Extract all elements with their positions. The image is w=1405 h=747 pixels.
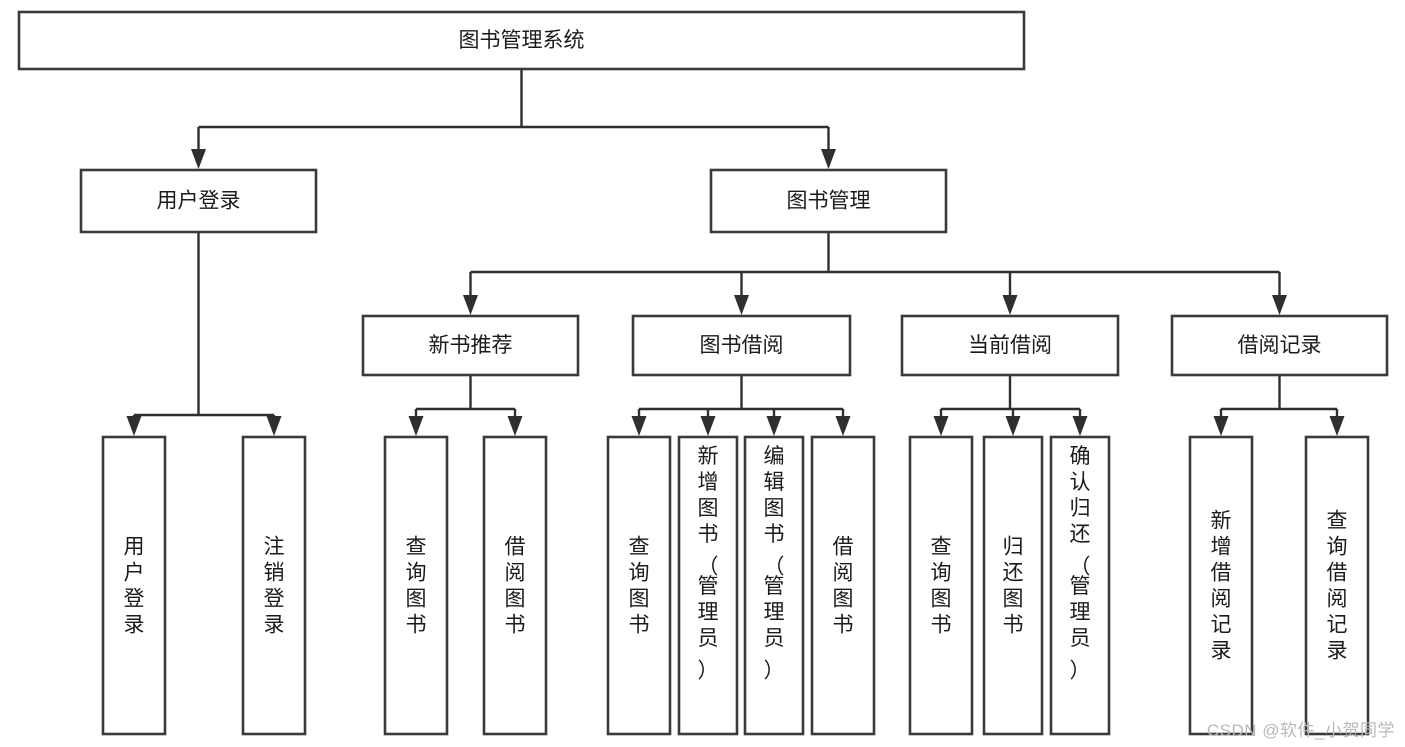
node-box-book-borrow[interactable]	[631, 314, 852, 377]
node-label-leaf-return-book: 归还图书	[1003, 536, 1024, 637]
node-label-leaf-add-book-admin: 新增图书（管理员）	[698, 445, 719, 683]
node-box-leaf-query-book-cur[interactable]	[908, 435, 974, 736]
edge-group-book-manage	[463, 232, 1287, 315]
node-user-login[interactable]: 用户登录	[79, 168, 318, 234]
node-box-leaf-edit-book-admin[interactable]	[743, 435, 805, 736]
node-box-root[interactable]	[17, 10, 1026, 71]
edges-layer	[126, 69, 1345, 436]
node-label-borrow-record: 借阅记录	[1238, 334, 1322, 357]
node-book-borrow[interactable]: 图书借阅	[631, 314, 852, 377]
node-leaf-borrow-book[interactable]: 借阅图书	[810, 435, 876, 736]
node-label-new-book-recommend: 新书推荐	[429, 334, 513, 357]
node-label-book-borrow: 图书借阅	[700, 334, 784, 357]
node-label-leaf-edit-book-admin: 编辑图书（管理员）	[764, 445, 785, 683]
node-label-book-manage: 图书管理	[787, 190, 871, 213]
node-label-leaf-query-book-cur: 查询图书	[931, 536, 952, 637]
edge-group-root	[191, 69, 836, 169]
node-label-leaf-borrow-book-rec: 借阅图书	[505, 536, 526, 637]
node-leaf-query-book-rec[interactable]: 查询图书	[383, 435, 449, 736]
node-leaf-borrow-book-rec[interactable]: 借阅图书	[482, 435, 548, 736]
node-label-leaf-query-book-rec: 查询图书	[406, 536, 427, 637]
node-leaf-edit-book-admin[interactable]: 编辑图书（管理员）	[743, 435, 805, 736]
node-label-current-borrow: 当前借阅	[968, 334, 1052, 357]
node-box-leaf-borrow-book-rec[interactable]	[482, 435, 548, 736]
node-box-leaf-add-borrow-record[interactable]	[1188, 435, 1254, 736]
node-box-leaf-query-book-borrow[interactable]	[606, 435, 672, 736]
edge-group-borrow-record	[1213, 375, 1345, 436]
node-new-book-recommend[interactable]: 新书推荐	[361, 314, 580, 377]
edge-group-new-book-recommend	[408, 375, 523, 436]
node-box-leaf-borrow-book[interactable]	[810, 435, 876, 736]
node-label-user-login: 用户登录	[157, 190, 241, 213]
node-leaf-return-book[interactable]: 归还图书	[982, 435, 1044, 736]
node-label-root: 图书管理系统	[459, 29, 585, 52]
node-book-manage[interactable]: 图书管理	[709, 168, 948, 234]
node-box-current-borrow[interactable]	[900, 314, 1120, 377]
node-label-leaf-query-borrow-record: 查询借阅记录	[1327, 510, 1348, 663]
node-label-leaf-add-borrow-record: 新增借阅记录	[1211, 510, 1232, 663]
node-label-leaf-borrow-book: 借阅图书	[833, 536, 854, 637]
node-leaf-add-book-admin[interactable]: 新增图书（管理员）	[677, 435, 739, 736]
edge-group-current-borrow	[933, 375, 1088, 436]
node-leaf-query-borrow-record[interactable]: 查询借阅记录	[1304, 435, 1370, 736]
node-box-borrow-record[interactable]	[1170, 314, 1389, 377]
node-box-leaf-query-borrow-record[interactable]	[1304, 435, 1370, 736]
node-box-leaf-add-book-admin[interactable]	[677, 435, 739, 736]
node-leaf-query-book-cur[interactable]: 查询图书	[908, 435, 974, 736]
node-root[interactable]: 图书管理系统	[17, 10, 1026, 71]
node-leaf-query-book-borrow[interactable]: 查询图书	[606, 435, 672, 736]
node-leaf-confirm-return-admin[interactable]: 确认归还（管理员）	[1049, 435, 1111, 736]
node-box-user-login[interactable]	[79, 168, 318, 234]
node-label-leaf-query-book-borrow: 查询图书	[629, 536, 650, 637]
node-borrow-record[interactable]: 借阅记录	[1170, 314, 1389, 377]
edge-group-book-borrow	[631, 375, 851, 436]
node-box-leaf-query-book-rec[interactable]	[383, 435, 449, 736]
node-leaf-user-logout[interactable]: 注销登录	[241, 435, 307, 736]
node-box-book-manage[interactable]	[709, 168, 948, 234]
node-leaf-user-login[interactable]: 用户登录	[101, 435, 167, 736]
node-label-leaf-confirm-return-admin: 确认归还（管理员）	[1070, 445, 1091, 683]
watermark-label: CSDN @软件_小贺同学	[1206, 721, 1395, 740]
node-box-leaf-user-logout[interactable]	[241, 435, 307, 736]
node-leaf-add-borrow-record[interactable]: 新增借阅记录	[1188, 435, 1254, 736]
node-box-leaf-confirm-return-admin[interactable]	[1049, 435, 1111, 736]
node-label-leaf-user-logout: 注销登录	[264, 536, 285, 637]
node-box-leaf-user-login[interactable]	[101, 435, 167, 736]
node-box-leaf-return-book[interactable]	[982, 435, 1044, 736]
node-current-borrow[interactable]: 当前借阅	[900, 314, 1120, 377]
node-box-new-book-recommend[interactable]	[361, 314, 580, 377]
edge-group-user-login	[126, 232, 282, 436]
nodes-layer: 图书管理系统用户登录图书管理新书推荐图书借阅当前借阅借阅记录用户登录注销登录查询…	[17, 10, 1389, 736]
node-label-leaf-user-login: 用户登录	[124, 536, 145, 637]
